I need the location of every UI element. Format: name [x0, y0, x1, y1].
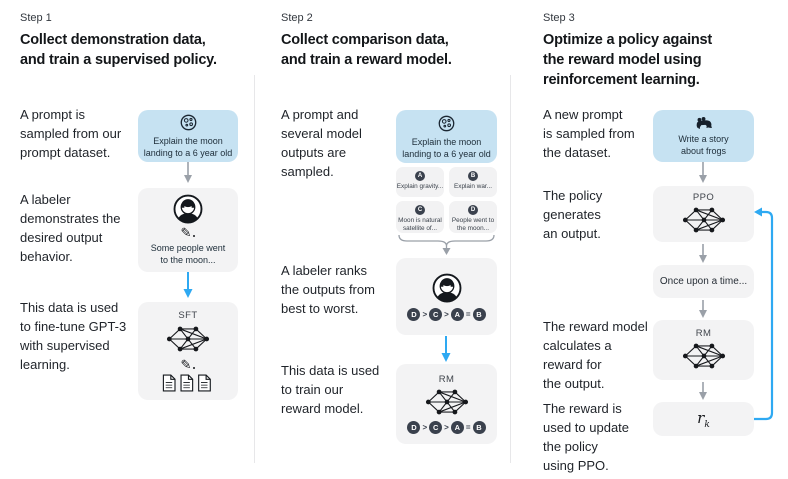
step3-prompt-text: Write a story about frogs [678, 133, 729, 156]
rank-separator: = [465, 309, 471, 319]
rank-separator: > [444, 309, 449, 319]
output-a-text: Explain gravity... [396, 183, 444, 190]
step3-reward-box: rk [653, 402, 754, 436]
neural-network-icon [166, 326, 210, 351]
step3-label: Step 3 [543, 12, 575, 24]
step3-prompt-box: Write a story about frogs [653, 110, 754, 162]
step1-caption-prompt: A prompt is sampled from our prompt data… [20, 107, 122, 160]
rank-separator: > [422, 423, 428, 432]
step2-prompt-text: Explain the moon landing to a 6 year old [402, 136, 491, 159]
documents-icon [162, 374, 211, 391]
moon-icon [180, 114, 196, 131]
step2-title: Collect comparison data, and train a rew… [281, 32, 452, 68]
arrow-down-blue-icon [441, 336, 451, 362]
output-d-box: D People went to the moon... [449, 201, 497, 233]
step3-caption-reward: The reward model calculates a reward for… [543, 319, 648, 391]
output-d-text: People went to the moon... [451, 217, 495, 232]
ppo-label: PPO [692, 192, 715, 203]
output-c-badge: C [415, 205, 425, 215]
arrow-down-icon [699, 382, 707, 400]
output-c-text: Moon is natural satellite of... [398, 217, 442, 232]
rank-chip: B [472, 307, 486, 321]
arrow-down-icon [184, 162, 192, 183]
step3-title: Optimize a policy against the reward mod… [543, 32, 713, 88]
reward-sub: k [704, 419, 710, 430]
output-b-text: Explain war... [453, 183, 492, 190]
step2-labeler-box: D > C > A = B [396, 258, 497, 335]
step1-title: Collect demonstration data, and train a … [20, 32, 217, 68]
rank-chip: C [429, 307, 443, 321]
reward-value: rk [697, 409, 710, 430]
step2-caption-sampled: A prompt and several model outputs are s… [281, 107, 362, 179]
sft-label: SFT [178, 309, 198, 321]
rank-chip: B [472, 421, 486, 434]
arrow-down-icon [699, 300, 707, 318]
rank-chip: A [450, 307, 464, 321]
arrow-down-icon [699, 162, 707, 183]
step3-caption-prompt: A new prompt is sampled from the dataset… [543, 107, 635, 160]
column-divider [510, 75, 511, 463]
column-divider [254, 75, 255, 463]
output-d-badge: D [468, 205, 478, 215]
step3-output-text: Once upon a time... [659, 276, 748, 287]
step1-prompt-text: Explain the moon landing to a 6 year old [143, 136, 233, 158]
step1-prompt-box: Explain the moon landing to a 6 year old [138, 110, 238, 162]
rank-chip: A [450, 421, 464, 434]
reward-loop-arrow-icon [754, 207, 774, 421]
output-b-box: B Explain war... [449, 167, 497, 197]
output-c-box: C Moon is natural satellite of... [396, 201, 444, 233]
step2-prompt-box: Explain the moon landing to a 6 year old [396, 110, 497, 163]
rm-label: RM [695, 328, 712, 339]
output-b-badge: B [468, 171, 478, 181]
pencil-icon: ✎ [181, 358, 196, 371]
neural-network-icon [682, 343, 725, 369]
step2-label: Step 2 [281, 12, 313, 24]
step1-label: Step 1 [20, 12, 52, 24]
brace-arrow-icon [398, 234, 495, 255]
rank-chip: D [407, 307, 421, 321]
step1-caption-labeler: A labeler demonstrates the desired outpu… [20, 192, 121, 264]
rank-chip: C [429, 421, 443, 434]
frog-icon [696, 116, 712, 129]
rank-chip: D [407, 421, 421, 434]
neural-network-icon [682, 207, 725, 233]
reward-var: r [697, 408, 705, 427]
step2-caption-ranks: A labeler ranks the outputs from best to… [281, 263, 375, 316]
rm-label: RM [438, 374, 455, 385]
step3-caption-update: The reward is used to update the policy … [543, 401, 630, 473]
rank-separator: = [465, 423, 471, 432]
moon-icon [438, 115, 455, 131]
pencil-icon: ✎ [181, 226, 196, 239]
step3-output-box: Once upon a time... [653, 265, 754, 298]
rank-separator: > [422, 309, 428, 319]
neural-network-icon [425, 389, 468, 415]
step1-sft-box: SFT ✎ [138, 302, 238, 400]
labeler-avatar-icon [432, 273, 461, 302]
output-a-box: A Explain gravity... [396, 167, 444, 197]
ranking-row: D > C > A = B [407, 421, 486, 434]
step3-ppo-box: PPO [653, 186, 754, 242]
arrow-down-icon [699, 244, 707, 263]
step1-labeler-box: ✎ Some people went to the moon... [138, 188, 238, 272]
ranking-row: D > C > A = B [407, 307, 486, 321]
step1-demonstration-text: Some people went to the moon... [150, 243, 226, 265]
rank-separator: > [444, 423, 449, 432]
step3-rm-box: RM [653, 320, 754, 380]
step2-caption-train: This data is used to train our reward mo… [281, 363, 380, 416]
step2-rm-box: RM D > C > A = B [396, 364, 497, 444]
arrow-down-blue-icon [183, 272, 193, 298]
step3-caption-policy: The policy generates an output. [543, 188, 603, 241]
output-a-badge: A [415, 171, 425, 181]
labeler-avatar-icon [173, 194, 203, 224]
step1-caption-finetune: This data is used to fine-tune GPT-3 wit… [20, 300, 127, 372]
